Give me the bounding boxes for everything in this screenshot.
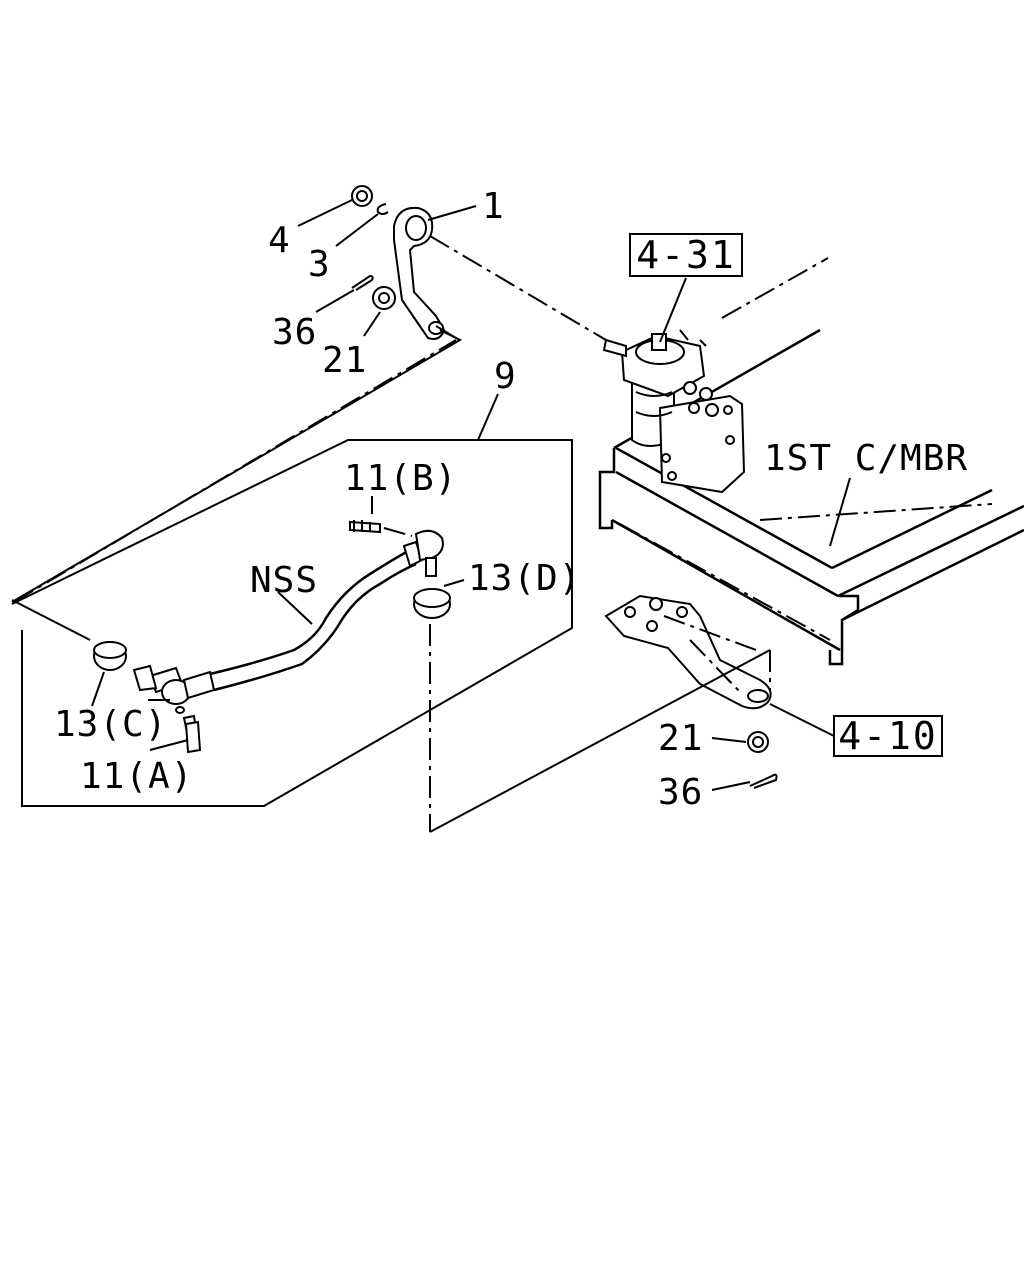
callout-1: 1 xyxy=(482,186,505,227)
callout-13c: 13(C) xyxy=(54,704,167,745)
callout-9: 9 xyxy=(494,356,517,397)
callout-3: 3 xyxy=(308,244,331,285)
cotter-pin-36-top-part xyxy=(351,274,374,291)
cross-member xyxy=(598,257,1024,666)
callout-21-bottom: 21 xyxy=(658,718,703,759)
pitman-arm xyxy=(393,206,446,340)
callout-11b: 11(B) xyxy=(344,458,457,499)
nut-21-bottom-part xyxy=(747,731,769,753)
callout-21-top: 21 xyxy=(322,340,367,381)
ref-box-4-31: 4-31 xyxy=(629,233,743,277)
ref-4-10-label: 4-10 xyxy=(838,714,938,758)
callout-4: 4 xyxy=(268,220,291,261)
drag-link xyxy=(132,520,444,748)
callout-13d: 13(D) xyxy=(468,558,581,599)
dust-cover-13d-part xyxy=(413,588,451,619)
callout-36-bottom: 36 xyxy=(658,772,703,813)
ref-box-4-10: 4-10 xyxy=(833,714,943,758)
callout-11a: 11(A) xyxy=(80,756,193,797)
ref-4-31-label: 4-31 xyxy=(636,233,736,277)
dust-cover-13c-part xyxy=(93,641,127,671)
knuckle-arm xyxy=(604,594,772,710)
washer-3-part xyxy=(376,203,389,215)
callout-36-top: 36 xyxy=(272,312,317,353)
nut-21-top-part xyxy=(372,286,396,310)
callout-nss: NSS xyxy=(250,560,318,601)
cotter-pin-36-bottom-part xyxy=(749,773,778,789)
nut-4-part xyxy=(351,185,373,207)
grease-nipple-11a-part xyxy=(184,720,202,754)
leader-lines xyxy=(91,199,851,791)
steering-gear-box xyxy=(602,329,746,494)
callout-frame: 1ST C/MBR xyxy=(764,438,968,479)
connection-lines xyxy=(13,235,771,833)
